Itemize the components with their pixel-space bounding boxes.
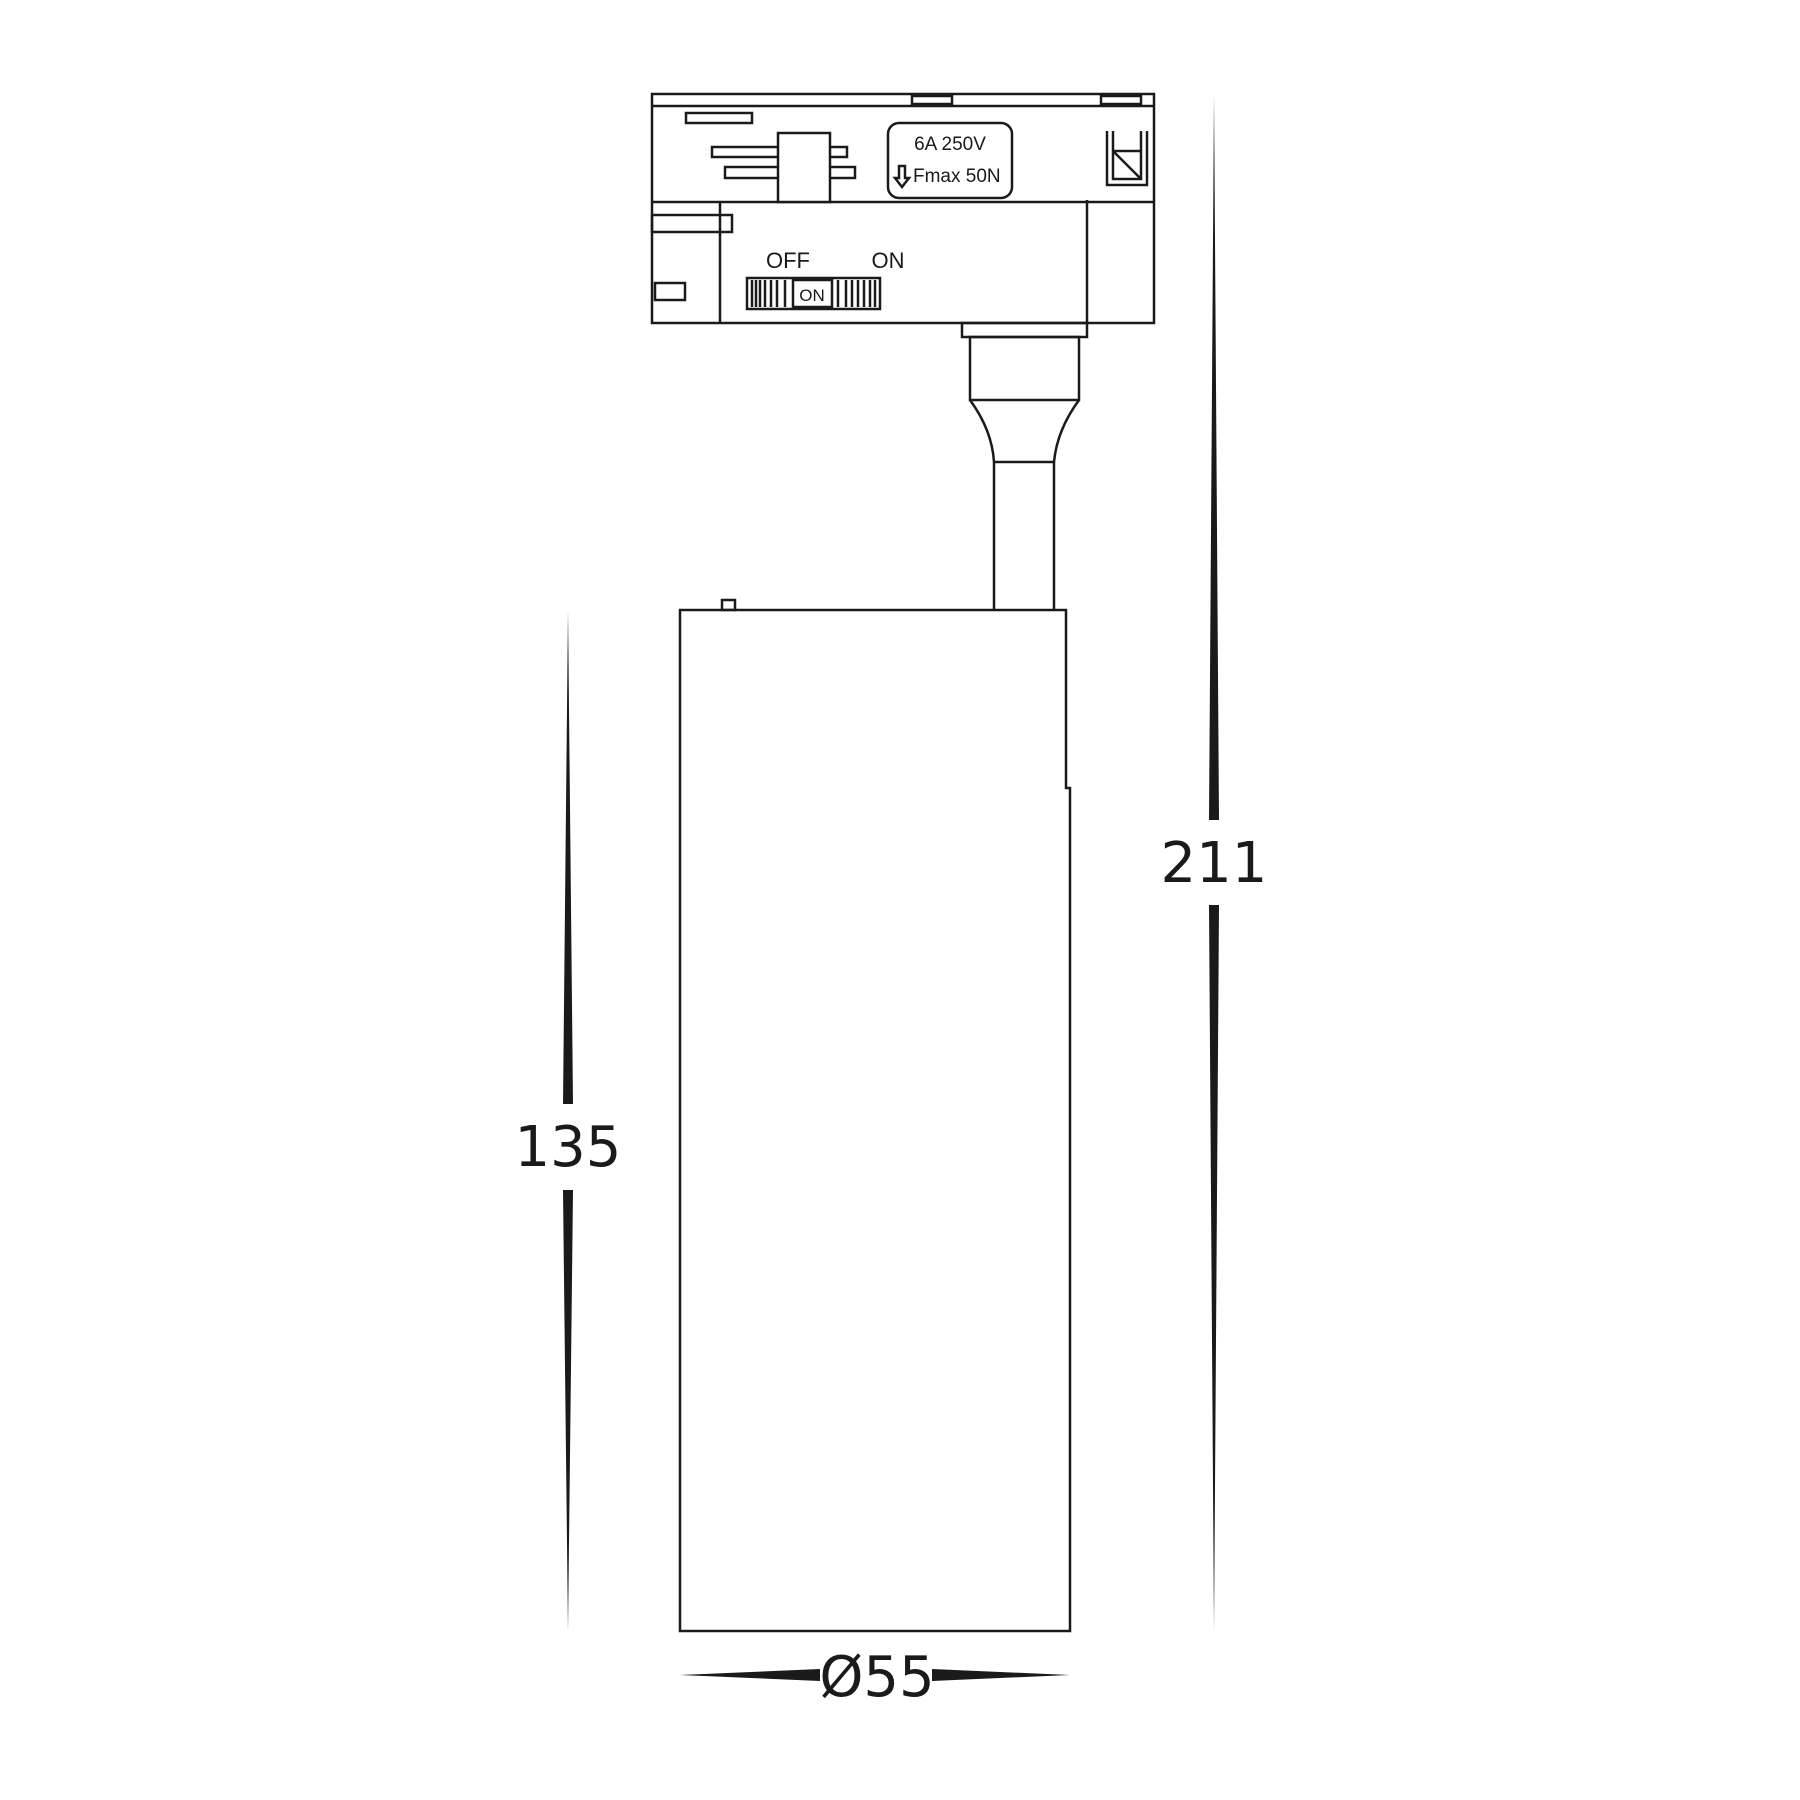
on-off-switch: ON: [745, 276, 882, 311]
dimension-label-diameter: Ø55: [819, 1645, 934, 1710]
adapter-slot: [910, 94, 954, 106]
dimension-label-135: 135: [515, 1115, 622, 1180]
adapter-tab: [650, 213, 734, 234]
stem-tube: [992, 462, 1056, 610]
dimension-diameter: Ø55: [680, 1645, 1070, 1710]
dimension-arrow: [1209, 95, 1219, 820]
lock-indicator-icon: [1105, 131, 1149, 187]
stem: [960, 321, 1089, 610]
rating-label-box: [886, 121, 1014, 200]
adapter-slot: [1099, 94, 1143, 106]
switch-window-label: ON: [799, 286, 825, 305]
stem-flange: [960, 321, 1089, 339]
dimension-overall-height: 211: [1161, 95, 1268, 1631]
body-outline: [678, 608, 1072, 1633]
dimension-arrow: [1209, 905, 1219, 1631]
rating-text-2: Fmax 50N: [913, 166, 1001, 187]
dimension-body-height: 135: [515, 610, 622, 1631]
dimension-arrow: [680, 1669, 820, 1681]
down-arrow-icon: [892, 164, 912, 190]
adapter-slot: [684, 111, 754, 125]
stem-collar: [968, 335, 1081, 402]
dimension-label-211: 211: [1161, 831, 1268, 896]
adapter-housing: [650, 92, 1156, 325]
connector-block: [776, 131, 832, 204]
rating-text-1: 6A 250V: [914, 134, 986, 155]
stem-taper: [968, 399, 1081, 463]
track-adapter: 6A 250V Fmax 50N OFF ON ON: [650, 92, 1156, 325]
switch-on-label: ON: [872, 248, 905, 273]
dimension-arrow: [563, 610, 573, 1104]
dimension-arrow: [563, 1190, 573, 1631]
adapter-tab: [653, 281, 687, 302]
body-nub: [720, 598, 737, 612]
dimension-arrow: [932, 1669, 1070, 1681]
lamp-body: [678, 598, 1072, 1633]
switch-off-label: OFF: [766, 248, 810, 273]
